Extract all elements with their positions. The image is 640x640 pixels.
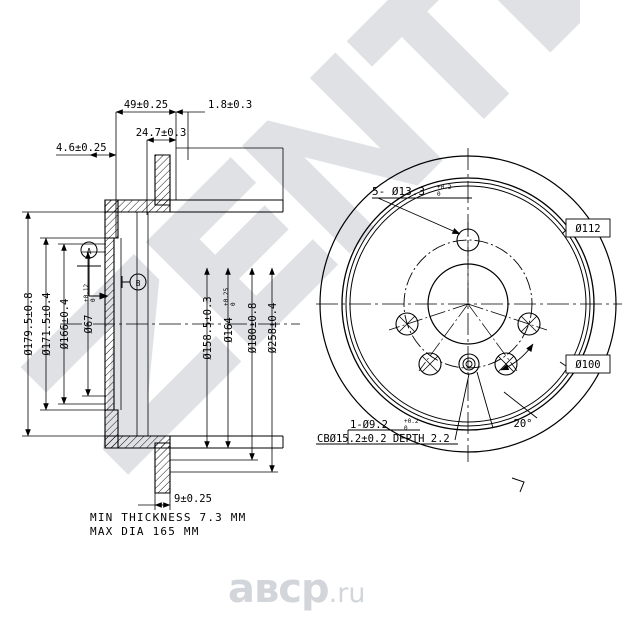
callout-tapped-hole: 1-Ø9.2 +0.2 0 CBØ15.2±0.2 DEPTH 2.2 bbox=[317, 418, 450, 445]
bottom-dimension-line bbox=[138, 493, 171, 510]
callout-1-hole-tol-lo: 0 bbox=[404, 425, 408, 432]
dim-179-label: Ø179.5±0.8 bbox=[23, 292, 35, 355]
watermark-footer: aвcp.ru bbox=[228, 566, 365, 612]
section-view bbox=[22, 109, 300, 510]
boxed-dim-112-label: Ø112 bbox=[575, 223, 600, 235]
bolt-hole bbox=[418, 352, 442, 376]
angle-arc bbox=[500, 343, 538, 419]
dim-171-label: Ø171.5±0.4 bbox=[41, 292, 53, 355]
boxed-dim-100-label: Ø100 bbox=[575, 359, 600, 371]
dim-164-group: Ø164 +0.25 0 bbox=[223, 288, 237, 343]
dim-180-label: Ø180±0.8 bbox=[247, 303, 259, 354]
dim-9-label: 9±0.25 bbox=[174, 493, 212, 505]
dim-67-group: Ø67 +0.12 0 bbox=[83, 284, 97, 334]
dim-258-label: Ø258±0.4 bbox=[267, 303, 279, 354]
callout-5-holes-tol-lo: 0 bbox=[437, 191, 441, 198]
tapped-hole bbox=[458, 353, 480, 375]
dim-164-label: Ø164 bbox=[223, 317, 235, 342]
detail-bubble-b bbox=[121, 273, 147, 291]
note-max-dia: MAX DIA 165 MM bbox=[90, 525, 200, 538]
callout-5-holes-label: 5- Ø13.3 bbox=[372, 185, 425, 198]
watermark-footer-text: aвcp bbox=[228, 566, 330, 612]
leader-5-holes bbox=[372, 197, 472, 235]
dim-24p7-label: 24.7±0.3 bbox=[136, 127, 187, 139]
callout-1-hole-tol-up: +0.2 bbox=[404, 418, 419, 425]
dim-4p6-label: 4.6±0.25 bbox=[56, 142, 107, 154]
bolt-hole bbox=[517, 312, 541, 336]
left-dimension-lines bbox=[22, 211, 106, 437]
bolt-hole bbox=[395, 312, 419, 336]
face-centerlines bbox=[316, 148, 622, 462]
dim-67-label: Ø67 bbox=[83, 315, 95, 334]
dim-166-label: Ø166±0.4 bbox=[59, 299, 71, 350]
dim-67-tol-lo: 0 bbox=[90, 298, 97, 302]
callout-1-hole-label: 1-Ø9.2 bbox=[350, 419, 388, 431]
dim-49-label: 49±0.25 bbox=[124, 99, 168, 111]
dim-1p8-label: 1.8±0.3 bbox=[208, 99, 252, 111]
detail-bubble-b-label: B bbox=[136, 279, 141, 288]
face-view bbox=[316, 148, 622, 493]
dim-67-tol-up: +0.12 bbox=[83, 284, 90, 302]
right-dimension-lines bbox=[170, 267, 278, 473]
callout-5-holes-tol-up: +0.2 bbox=[437, 184, 452, 191]
boxed-dim-100: Ø100 bbox=[565, 354, 611, 374]
note-min-thickness: MIN THICKNESS 7.3 MM bbox=[90, 511, 246, 524]
break-mark bbox=[511, 477, 525, 493]
callout-counterbore-label: CBØ15.2±0.2 DEPTH 2.2 bbox=[317, 433, 450, 445]
detail-bubble-a bbox=[77, 241, 109, 300]
boxed-dim-112: Ø112 bbox=[565, 218, 611, 238]
callout-5-holes: 5- Ø13.3 +0.2 0 bbox=[372, 184, 452, 198]
callout-angle-label: 20° bbox=[514, 418, 533, 430]
dim-158-label: Ø158.5±0.3 bbox=[202, 296, 214, 359]
watermark-footer-suffix: .ru bbox=[328, 578, 366, 609]
detail-bubble-a-label: A bbox=[87, 247, 92, 256]
leader-tapped-hole bbox=[316, 371, 494, 445]
top-dimension-lines bbox=[56, 109, 284, 238]
dim-164-tol-lo: 0 bbox=[230, 302, 237, 306]
dim-164-tol-up: +0.25 bbox=[223, 288, 230, 306]
